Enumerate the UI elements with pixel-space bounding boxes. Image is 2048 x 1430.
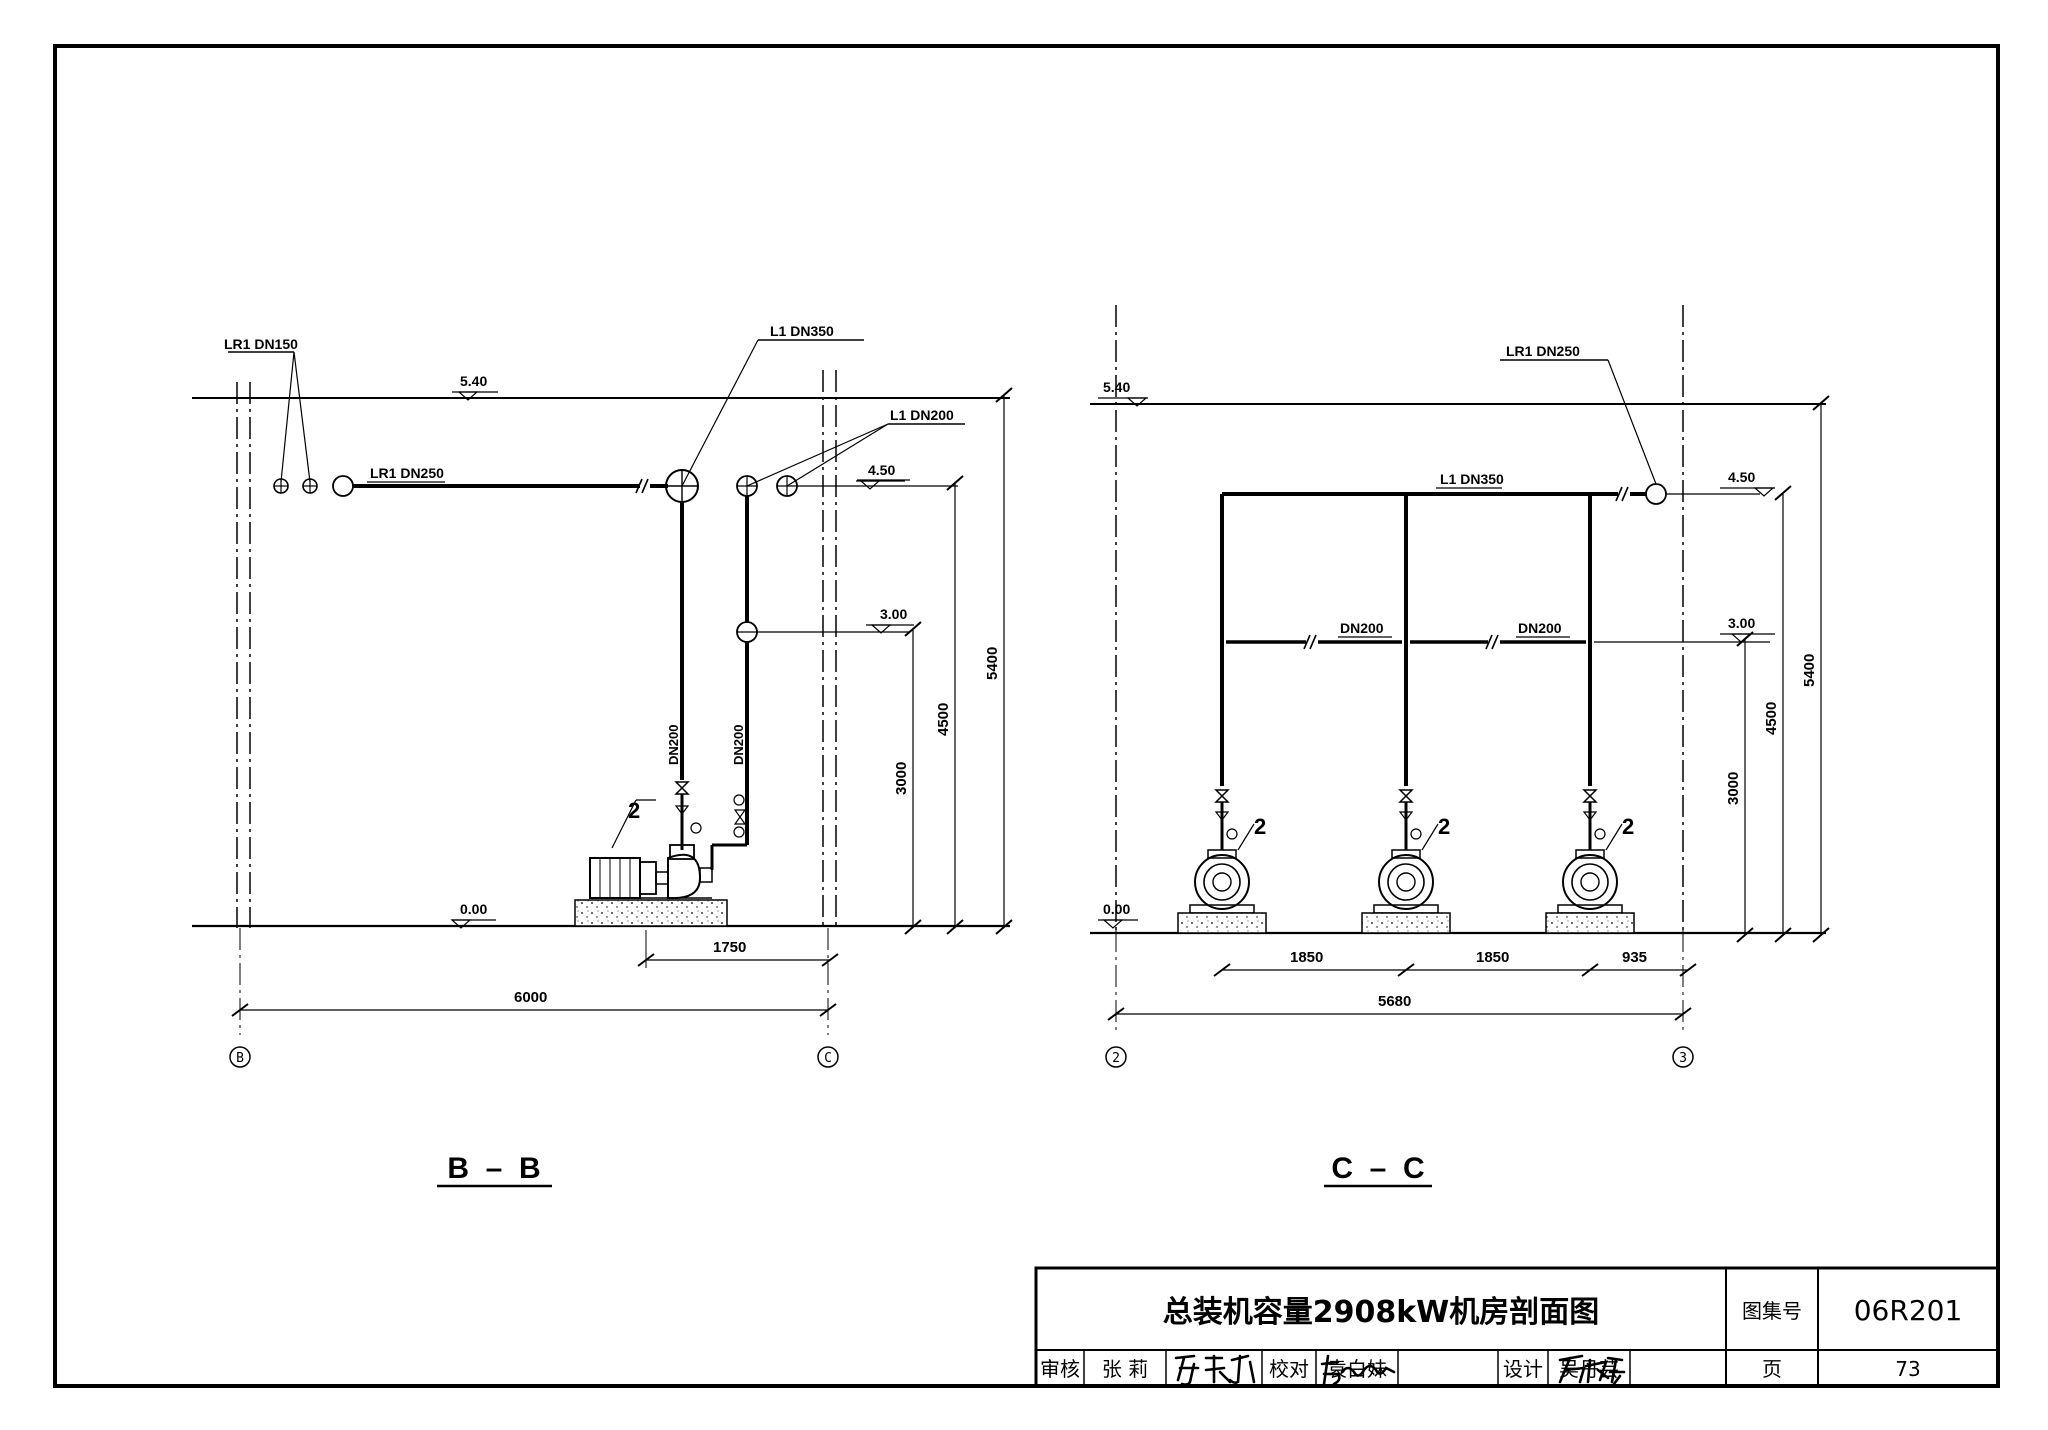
- drawing-title: 总装机容量2908kW机房剖面图: [1163, 1295, 1600, 1330]
- cc-equipment-tag-1: 2: [1254, 814, 1266, 839]
- pump-front-2: [1361, 789, 1451, 934]
- pump-front-1: [1177, 789, 1267, 934]
- bb-dim-6000: 6000: [514, 989, 547, 1006]
- reviewer-signature: [1174, 1354, 1256, 1386]
- atlas-number-label: 图集号: [1742, 1299, 1802, 1323]
- cc-dim-5680: 5680: [1378, 993, 1411, 1010]
- bb-pipe-label-lr1-dn150: LR1 DN150: [224, 336, 298, 352]
- bb-elevation-000: 0.00: [460, 901, 487, 917]
- page-label: 页: [1762, 1357, 1782, 1381]
- signatures: [1174, 1354, 1626, 1386]
- designer-signature: [1558, 1354, 1626, 1386]
- bb-dim-4500: 4500: [935, 703, 952, 736]
- design-label: 设计: [1503, 1357, 1543, 1381]
- title-block-text: 总装机容量2908kW机房剖面图 图集号 06R201 审核 张 莉 校对 袁白…: [1040, 1294, 1962, 1381]
- cc-dim-3000: 3000: [1725, 772, 1742, 805]
- cc-elevation-540: 5.40: [1103, 379, 1130, 395]
- cc-dim-1850-b: 1850: [1476, 949, 1509, 966]
- section-cc: [1090, 305, 1830, 1188]
- bb-section-title: B – B: [447, 1152, 540, 1185]
- cc-elevation-450: 4.50: [1728, 469, 1755, 485]
- title-block: [1034, 1266, 2000, 1388]
- review-label: 审核: [1040, 1357, 1080, 1381]
- cc-branch-label-1: DN200: [1340, 620, 1384, 636]
- check-label: 校对: [1269, 1357, 1309, 1381]
- pump-front-3: [1545, 789, 1635, 934]
- checker-name: 袁白妹: [1327, 1357, 1387, 1381]
- page-number: 73: [1895, 1357, 1920, 1381]
- bb-dim-5400: 5400: [984, 647, 1001, 680]
- reviewer-name: 张 莉: [1102, 1357, 1148, 1381]
- section-bb-labels: LR1 DN150 LR1 DN250 L1 DN350 L1 DN200 DN…: [224, 323, 1001, 1185]
- cc-elevation-300: 3.00: [1728, 615, 1755, 631]
- cc-dim-935: 935: [1622, 949, 1647, 966]
- cc-pipe-label-lr1-dn250: LR1 DN250: [1506, 343, 1580, 359]
- bb-elevation-450: 4.50: [868, 462, 895, 478]
- bb-dim-3000: 3000: [893, 762, 910, 795]
- bb-riser-label-2: DN200: [731, 725, 746, 765]
- cc-equipment-tag-3: 2: [1622, 814, 1634, 839]
- cc-axis-label-3: 3: [1679, 1051, 1687, 1066]
- bb-elevation-540: 5.40: [460, 373, 487, 389]
- cc-axis-label-2: 2: [1112, 1051, 1120, 1066]
- section-cc-labels: LR1 DN250 L1 DN350 DN200 DN200 5.40 4.50…: [1103, 343, 1818, 1185]
- bb-equipment-tag: 2: [628, 798, 640, 823]
- cc-dim-1850-a: 1850: [1290, 949, 1323, 966]
- cc-elevation-000: 0.00: [1103, 901, 1130, 917]
- cc-branch-label-2: DN200: [1518, 620, 1562, 636]
- bb-axis-label-c: C: [824, 1051, 832, 1066]
- bb-riser-label-1: DN200: [666, 725, 681, 765]
- bb-dim-1750: 1750: [713, 939, 746, 956]
- bb-elevation-300: 3.00: [880, 606, 907, 622]
- checker-signature: [1320, 1354, 1396, 1386]
- bb-pipe-label-l1-dn200: L1 DN200: [890, 407, 954, 423]
- cc-section-title: C – C: [1331, 1152, 1424, 1185]
- cc-pipe-label-l1-dn350: L1 DN350: [1440, 471, 1504, 487]
- bb-axis-label-b: B: [236, 1051, 244, 1066]
- bb-pipe-label-lr1-dn250: LR1 DN250: [370, 465, 444, 481]
- cc-equipment-tag-2: 2: [1438, 814, 1450, 839]
- bb-pipe-label-l1-dn350: L1 DN350: [770, 323, 834, 339]
- atlas-number: 06R201: [1854, 1294, 1963, 1327]
- sheet-border: [53, 44, 2000, 1388]
- cc-dim-5400: 5400: [1801, 654, 1818, 687]
- section-bb: [192, 339, 1013, 1188]
- cc-dim-4500: 4500: [1763, 702, 1780, 735]
